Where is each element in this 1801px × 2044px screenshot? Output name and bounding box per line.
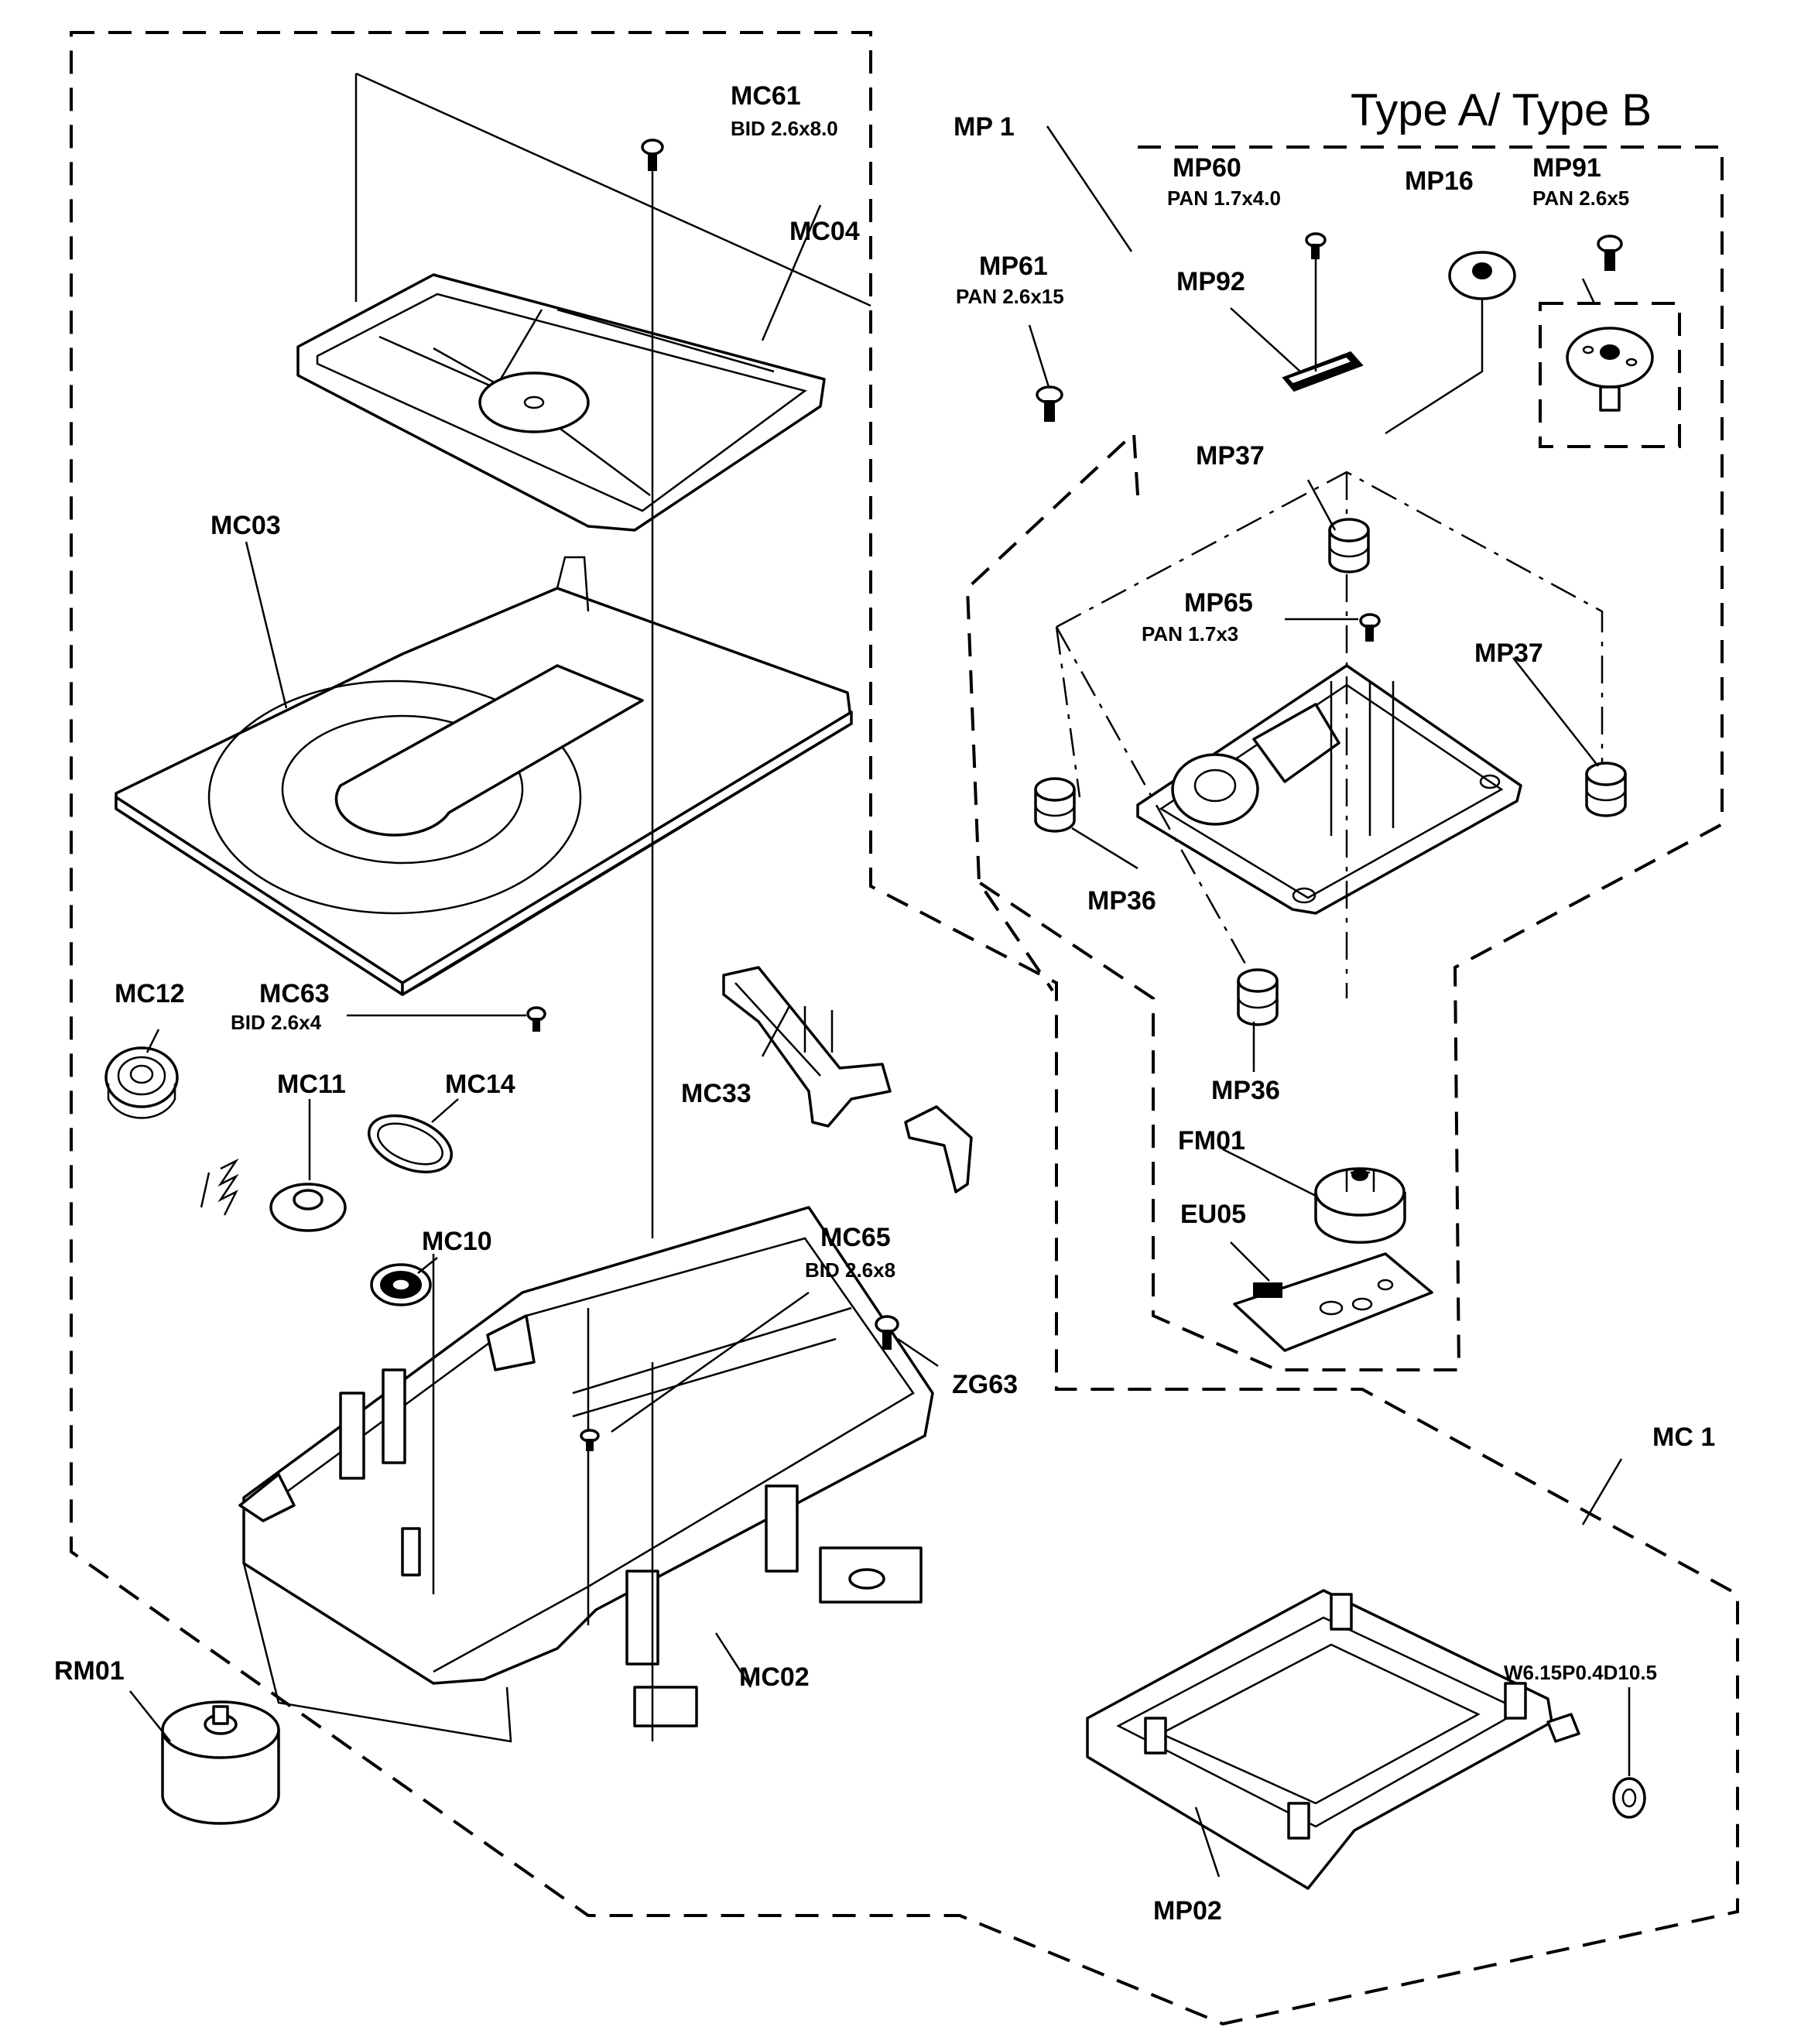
label-fm01: FM01: [1178, 1126, 1245, 1156]
mp91-part: [1566, 327, 1654, 412]
mc11-part: [269, 1183, 347, 1232]
label-mp36-left: MP36: [1087, 886, 1156, 916]
spec-mc61: BID 2.6x8.0: [731, 117, 838, 140]
mp37-damper-right: [1585, 762, 1627, 817]
mp16-part: [1448, 251, 1516, 300]
mp36-damper-bottom: [1237, 968, 1279, 1026]
label-mp16: MP16: [1405, 166, 1474, 196]
mp92-part: [1282, 351, 1364, 392]
group-mc1: MC 1: [1652, 1423, 1715, 1452]
label-mc65: MC65: [820, 1223, 891, 1252]
group-mp1: MP 1: [954, 112, 1015, 142]
w615-washer: [1612, 1777, 1646, 1819]
label-mp36-bottom: MP36: [1211, 1076, 1280, 1105]
mp-pickup-base: [1136, 664, 1522, 915]
mp91-screw: [1597, 235, 1623, 271]
spring-part: [200, 1158, 239, 1216]
label-mc33: MC33: [681, 1079, 752, 1108]
leader-lines: [129, 125, 1631, 1878]
label-rm01: RM01: [54, 1656, 125, 1686]
mc02-part: [238, 1206, 934, 1743]
label-mc61: MC61: [731, 81, 801, 111]
group-boundaries: [70, 31, 1739, 2026]
label-mc14: MC14: [445, 1070, 515, 1099]
mp02-part: [1086, 1589, 1580, 1890]
label-mp92: MP92: [1176, 267, 1245, 296]
mp91-box: [1539, 302, 1681, 448]
mp61-screw: [1036, 385, 1063, 422]
label-mc11: MC11: [277, 1070, 346, 1099]
spec-mp91: PAN 2.6x5: [1532, 187, 1629, 210]
mc12-part: [104, 1046, 179, 1119]
title-type-ab: Type A/ Type B: [1351, 85, 1652, 135]
spec-mp65: PAN 1.7x3: [1142, 622, 1238, 645]
spec-mc65: BID 2.6x8: [805, 1258, 895, 1282]
fm01-part: [1314, 1167, 1406, 1244]
label-mc63: MC63: [259, 979, 330, 1008]
mp-assembly-boundary: [965, 430, 1139, 992]
mc33-part: [722, 966, 892, 1128]
label-mc12: MC12: [115, 979, 185, 1008]
label-mc02: MC02: [739, 1662, 810, 1692]
mp65-screw: [1359, 613, 1381, 642]
label-mp65: MP65: [1184, 588, 1253, 618]
mc-assembly-boundary: [70, 31, 1739, 2026]
bracket-part: [904, 1105, 973, 1193]
mc03-part: [115, 556, 853, 996]
mc65-screw: [580, 1429, 600, 1451]
spec-mp60: PAN 1.7x4.0: [1167, 187, 1281, 210]
label-mp02: MP02: [1153, 1896, 1222, 1926]
mp36-damper-left: [1034, 777, 1076, 833]
label-zg63: ZG63: [952, 1370, 1018, 1399]
label-mp37-top: MP37: [1196, 441, 1265, 471]
spec-mc63: BID 2.6x4: [231, 1011, 322, 1034]
type-ab-boundary: [978, 146, 1724, 1371]
label-mp61: MP61: [979, 252, 1048, 281]
label-mc04: MC04: [789, 217, 860, 246]
label-mp60: MP60: [1173, 153, 1241, 183]
label-w615: W6.15P0.4D10.5: [1504, 1661, 1657, 1684]
mc14-part: [367, 1114, 454, 1174]
label-mp91: MP91: [1532, 153, 1601, 183]
spec-mp61: PAN 2.6x15: [956, 285, 1064, 308]
eu05-part: [1233, 1252, 1433, 1352]
mc61-screw: [641, 139, 664, 171]
mp37-damper-top: [1328, 518, 1370, 573]
mc-parts: [104, 72, 973, 1825]
mc10-part: [370, 1263, 432, 1306]
label-mc03: MC03: [211, 511, 281, 540]
label-eu05: EU05: [1180, 1200, 1246, 1229]
mp-frame-lines: [1055, 471, 1604, 998]
label-mc10: MC10: [422, 1227, 492, 1256]
label-mp37-right: MP37: [1474, 639, 1543, 668]
mc63-screw: [526, 1006, 546, 1032]
rm01-part: [161, 1700, 280, 1825]
labels: Type A/ Type B MP 1 MC 1 MC61 BID 2.6x8.…: [54, 81, 1715, 1926]
mp-parts: [1034, 232, 1654, 1890]
mp60-screw: [1305, 232, 1327, 259]
mc04-part: [296, 72, 871, 532]
zg63-screw: [875, 1315, 899, 1350]
